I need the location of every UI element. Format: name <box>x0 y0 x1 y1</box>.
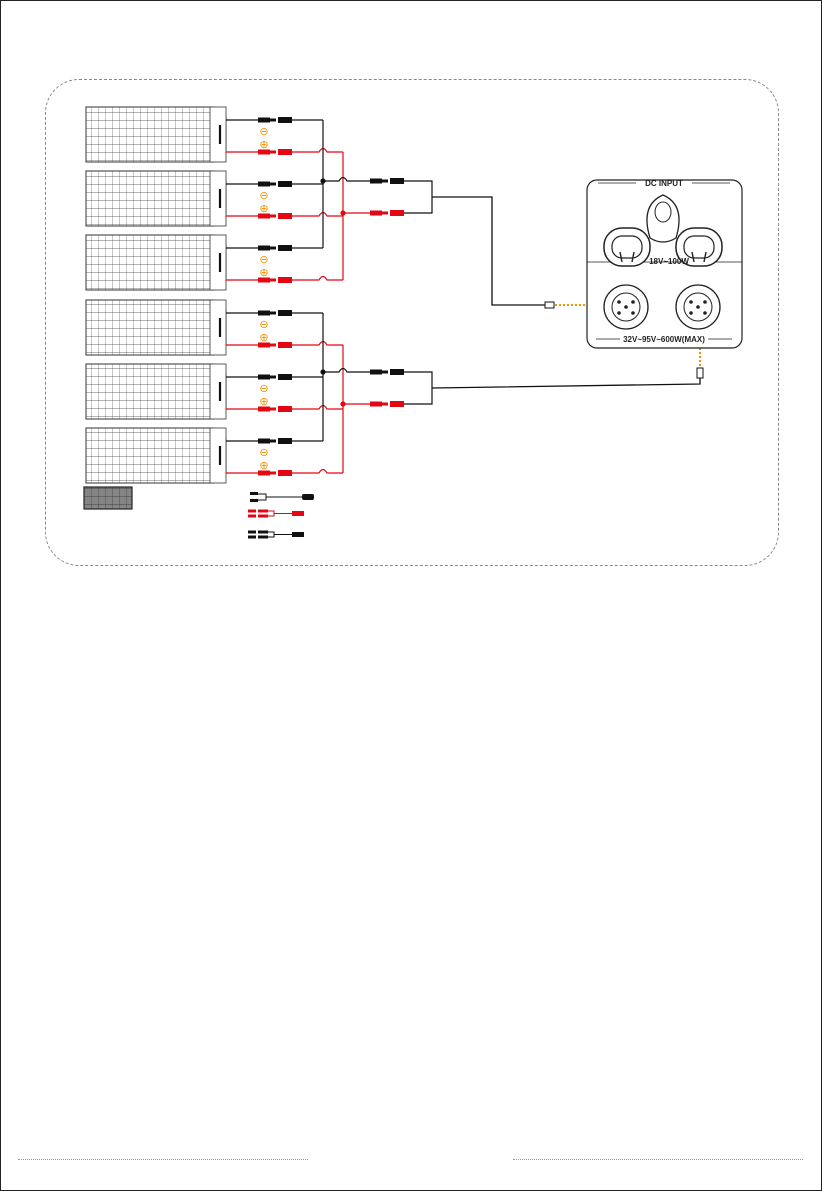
combiner-cable <box>404 181 432 213</box>
footer-divider-right <box>513 1159 803 1160</box>
upper-output-cable <box>432 197 545 305</box>
solar-panel-icon <box>86 300 226 355</box>
positive-output-connector <box>370 401 404 407</box>
lower-ports-label: 32V~95V~600W(MAX) <box>623 335 705 344</box>
negative-symbol: ⊖ <box>259 190 268 202</box>
power-station-panel: DC INPUT 18V~100W <box>587 179 742 348</box>
negative-connector <box>258 310 292 316</box>
solar-panels <box>86 107 226 483</box>
positive-symbol: ⊕ <box>259 332 268 344</box>
negative-connector <box>258 181 292 187</box>
positive-symbol: ⊕ <box>259 139 268 151</box>
solar-panel-icon <box>86 364 226 419</box>
footer-divider-left <box>18 1159 308 1160</box>
cable-plug <box>697 368 703 378</box>
extension-cable-icon <box>250 492 314 502</box>
negative-output-connector <box>370 178 404 184</box>
negative-output-wire <box>323 369 370 373</box>
negative-connector <box>258 117 292 123</box>
positive-symbol: ⊕ <box>259 203 268 215</box>
negative-connector <box>258 438 292 444</box>
dc-input-port-2[interactable] <box>676 285 720 329</box>
combiner-cable <box>404 372 432 404</box>
negative-output-connector <box>370 369 404 375</box>
positive-wire <box>292 213 343 217</box>
positive-wire <box>292 277 343 281</box>
dc-input-title: DC INPUT <box>645 179 683 188</box>
positive-wire <box>292 470 343 474</box>
negative-symbol: ⊖ <box>259 447 268 459</box>
negative-symbol: ⊖ <box>259 319 268 331</box>
cable-plug <box>545 302 554 308</box>
upper-ports-label: 18V~100W <box>649 257 689 266</box>
y-branch-black-icon <box>248 531 304 539</box>
solar-panel-icon <box>86 107 226 162</box>
negative-symbol: ⊖ <box>259 126 268 138</box>
lower-output-cable <box>432 378 700 388</box>
solar-panel-icon <box>86 171 226 226</box>
solar-panel-icon <box>86 235 226 290</box>
negative-connector <box>258 245 292 251</box>
negative-output-wire <box>323 178 370 182</box>
negative-symbol: ⊖ <box>259 383 268 395</box>
positive-symbol: ⊕ <box>259 267 268 279</box>
solar-panel-icon <box>86 428 226 483</box>
positive-wire <box>292 342 343 346</box>
positive-symbol: ⊕ <box>259 460 268 472</box>
positive-wire <box>292 149 343 153</box>
negative-connector <box>258 374 292 380</box>
anderson-port-left[interactable] <box>604 228 650 266</box>
negative-symbol: ⊖ <box>259 254 268 266</box>
legend <box>84 487 314 539</box>
y-branch-red-icon <box>248 510 304 518</box>
dc-input-port-1[interactable] <box>604 285 648 329</box>
positive-output-connector <box>370 210 404 216</box>
solar-panel-icon <box>84 487 132 509</box>
positive-wire <box>292 406 343 410</box>
positive-symbol: ⊕ <box>259 396 268 408</box>
